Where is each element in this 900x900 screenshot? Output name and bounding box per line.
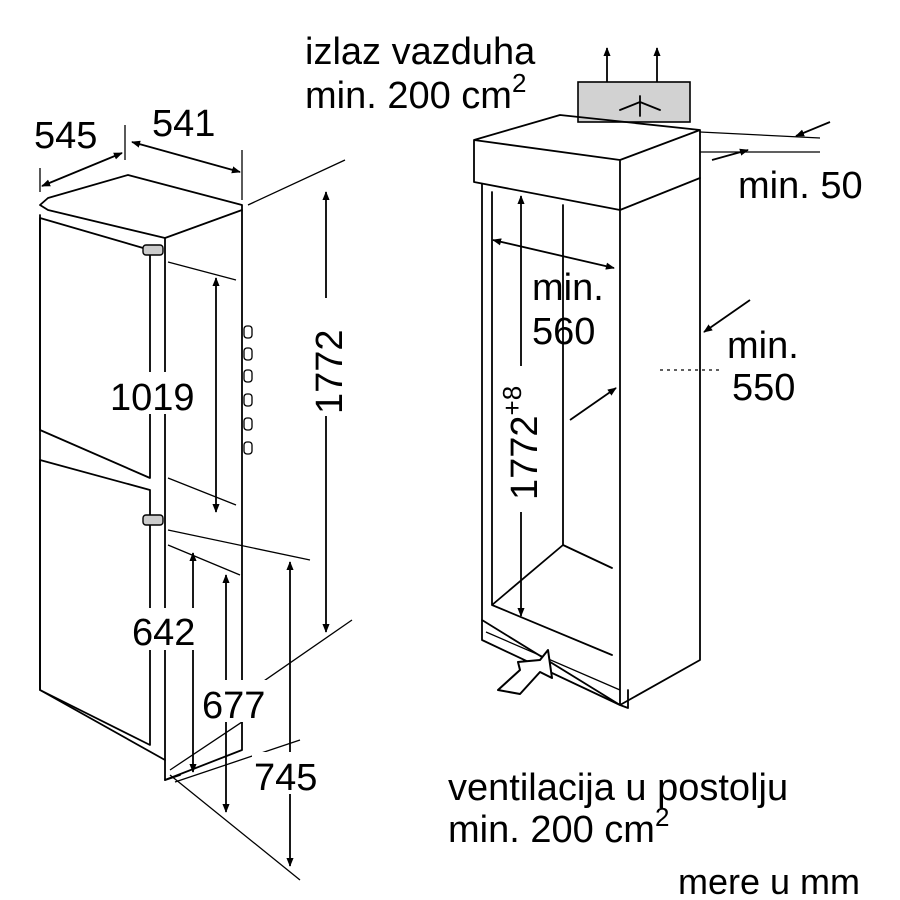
dim-min-50: min. 50	[738, 165, 863, 207]
appliance-top-face	[39, 174, 243, 239]
top-gap-arrow-2	[711, 148, 749, 161]
niche-top-slab	[473, 114, 701, 211]
vent-fan-icon	[619, 95, 661, 117]
base-vent-title: ventilacija u postolju	[448, 767, 788, 809]
lower-hinge-icon	[142, 514, 164, 526]
depth-arrow-inner	[569, 387, 617, 421]
dim-min-550-value: 550	[732, 367, 795, 409]
appliance-front-left	[39, 214, 166, 761]
depth-dimension-line	[41, 152, 123, 187]
vent-grille	[577, 81, 691, 123]
niche-carcass	[481, 177, 701, 706]
appliance-drawing: 545 541 1772 1019 642 677 745	[34, 103, 353, 881]
air-outlet-title: izlaz vazduha	[305, 31, 536, 73]
dim-745: 745	[254, 757, 317, 799]
niche-inner-back	[491, 191, 613, 656]
dim-1772: 1772	[309, 329, 351, 414]
air-outlet-value: min. 200 cm2	[305, 68, 526, 117]
depth-arrow-outer	[703, 299, 751, 333]
air-outlet-label: izlaz vazduha min. 200 cm2	[305, 31, 536, 117]
base-vent-value: min. 200 cm2	[448, 802, 669, 851]
dim-1019: 1019	[110, 377, 195, 419]
dim-642: 642	[132, 612, 195, 654]
lower-door	[39, 459, 151, 746]
niche-plinth	[481, 619, 629, 709]
top-gap-arrow-1	[795, 121, 831, 137]
units-note: mere u mm	[678, 861, 860, 900]
dim-min-560-value: 560	[532, 311, 595, 353]
base-vent-arrow-icon	[497, 649, 553, 695]
upper-hinge-icon	[142, 244, 164, 256]
inner-width-dimension-line	[492, 238, 615, 270]
side-fittings	[243, 325, 253, 455]
width-dimension-line	[131, 140, 241, 174]
niche-drawing: min. 50 min. 560 1772+8 min. 550	[473, 47, 863, 709]
dim-541: 541	[152, 103, 215, 145]
dim-545: 545	[34, 115, 97, 157]
dim-1772-plus8: 1772+8	[497, 386, 546, 500]
base-vent-label: ventilacija u postolju min. 200 cm2	[448, 767, 788, 851]
dim-677: 677	[202, 685, 265, 727]
dim-min-560-title: min.	[532, 267, 604, 309]
upper-door	[39, 217, 151, 479]
dim-min-550-title: min.	[727, 325, 799, 367]
